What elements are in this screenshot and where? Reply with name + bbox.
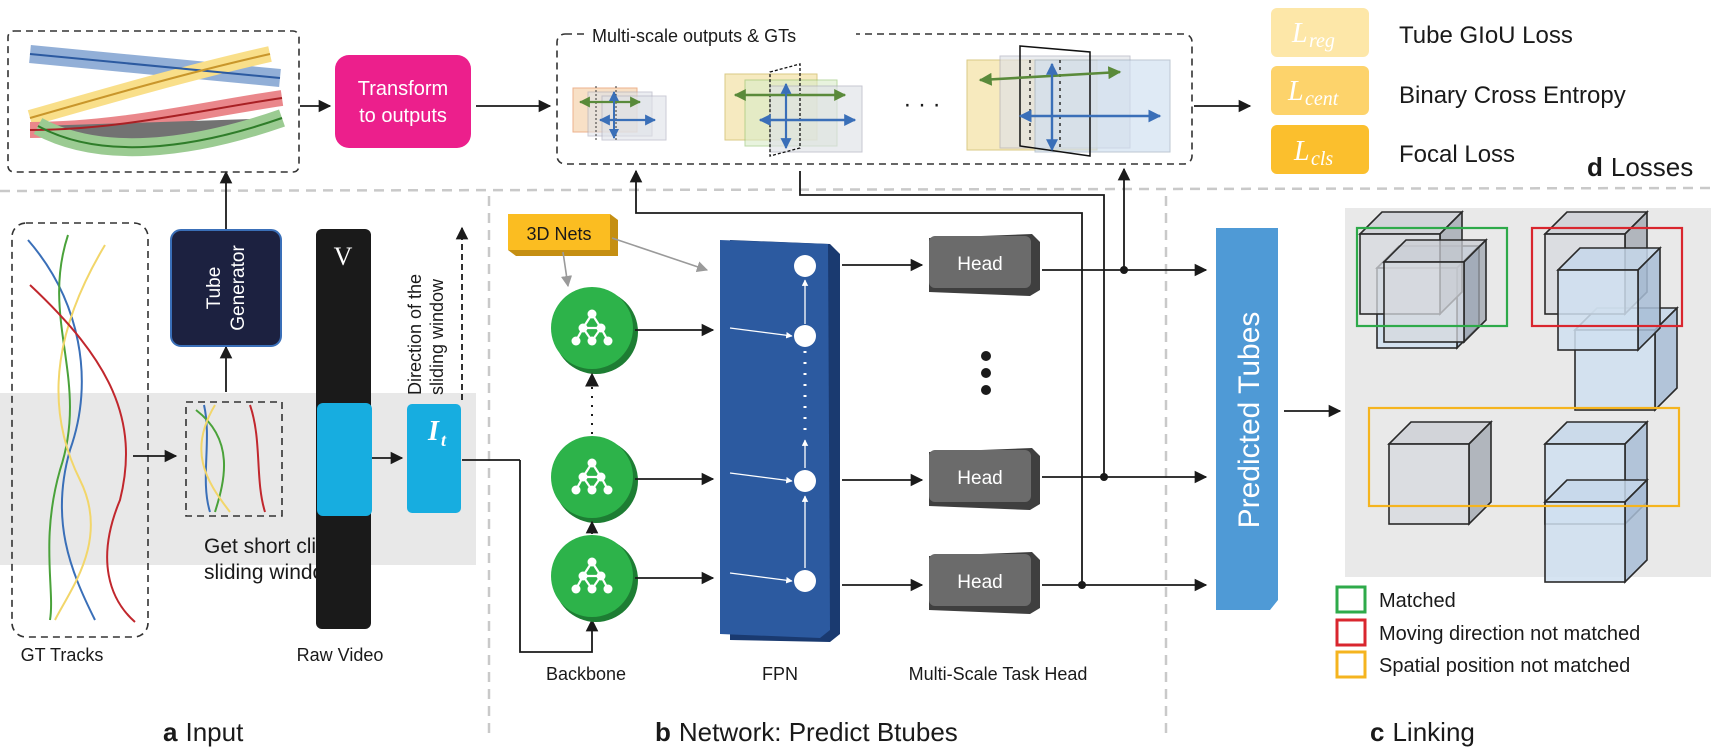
head-mid: Head	[929, 448, 1040, 510]
loss-cent-sub: cent	[1305, 88, 1339, 110]
legend: Matched Moving direction not matched Spa…	[1335, 585, 1640, 679]
window-direction-1: Direction of the	[405, 274, 425, 395]
fpn-label: FPN	[762, 664, 798, 684]
transform-to-outputs	[335, 55, 471, 148]
backbone-label: Backbone	[546, 664, 626, 684]
loss-reg-symbol: L	[1291, 18, 1308, 49]
transform-label-2: to outputs	[359, 105, 447, 127]
predicted-tubes-label: Predicted Tubes	[1233, 312, 1266, 529]
head-top: Head	[929, 234, 1040, 296]
legend-swatch-position	[1335, 650, 1367, 679]
frame-symbol: I	[427, 416, 440, 447]
backbone-node-top	[551, 287, 638, 374]
multiscale-label: Multi-scale outputs & GTs	[592, 26, 796, 46]
backbone-node-mid	[551, 436, 638, 523]
gt-tracks-label: GT Tracks	[21, 645, 104, 665]
pair-position-mismatch	[1367, 406, 1681, 583]
multiscale-volume-small	[572, 86, 667, 141]
raw-video-label: Raw Video	[297, 645, 384, 665]
short-clip-box	[185, 401, 283, 517]
transform-label-1: Transform	[358, 78, 448, 100]
head-mid-label: Head	[957, 468, 1002, 489]
loss-reg-sub: reg	[1309, 30, 1335, 52]
loss-cent-name: Binary Cross Entropy	[1399, 82, 1626, 109]
fpn-block	[720, 240, 840, 642]
multiscale-volume-large	[966, 45, 1171, 157]
legend-matched: Matched	[1379, 590, 1456, 612]
loss-cls-sub: cls	[1311, 148, 1333, 170]
loss-cls-name: Focal Loss	[1399, 141, 1515, 168]
head-bottom-label: Head	[957, 572, 1002, 593]
head-top-label: Head	[957, 254, 1002, 275]
video-window-segment	[317, 403, 372, 516]
frame-subscript: t	[441, 430, 447, 450]
clip-caption-2: sliding window	[204, 561, 340, 584]
predicted-tubes-block: Predicted Tubes	[1216, 228, 1278, 610]
task-head-label: Multi-Scale Task Head	[909, 664, 1088, 684]
loss-reg-name: Tube GIoU Loss	[1399, 22, 1573, 49]
gt-tubes-picture	[27, 45, 285, 157]
legend-direction: Moving direction not matched	[1379, 623, 1640, 645]
nets3d-label: 3D Nets	[526, 224, 591, 244]
direction-mismatch-box	[1530, 226, 1684, 328]
pair-direction-mismatch	[1530, 211, 1684, 411]
legend-swatch-matched	[1335, 585, 1367, 614]
window-direction-2: sliding window	[427, 278, 447, 395]
gt-track-lines	[27, 234, 136, 623]
nets3d-block: 3D Nets	[508, 214, 618, 256]
legend-position: Spatial position not matched	[1379, 655, 1630, 677]
head-ellipsis	[981, 351, 991, 395]
pair-matched	[1355, 211, 1509, 349]
tube-generator-label-2: Generator	[228, 245, 249, 331]
tube-generator	[170, 229, 282, 347]
multiscale-volume-medium	[724, 63, 863, 157]
legend-swatch-direction	[1335, 618, 1367, 647]
head-bottom: Head	[929, 552, 1040, 614]
multiscale-ellipsis: · · ·	[903, 91, 940, 118]
multiscale-box	[556, 33, 1193, 165]
gt-tubes-box	[7, 30, 300, 173]
top-separator	[0, 186, 1714, 193]
loss-cls-symbol: L	[1293, 136, 1310, 167]
matched-box	[1355, 226, 1509, 328]
loss-reg: L reg	[1271, 8, 1369, 57]
short-clip-lines	[195, 404, 266, 513]
frame-it	[407, 404, 461, 513]
loss-cent: L cent	[1271, 66, 1369, 115]
gt-tracks-box	[11, 222, 149, 638]
tube-generator-label-1: Tube	[204, 267, 225, 310]
loss-cls: L cls	[1271, 125, 1369, 174]
video-symbol: V	[334, 242, 353, 271]
position-mismatch-box	[1367, 406, 1681, 508]
loss-cent-symbol: L	[1287, 76, 1304, 107]
backbone-node-bottom	[551, 535, 638, 622]
